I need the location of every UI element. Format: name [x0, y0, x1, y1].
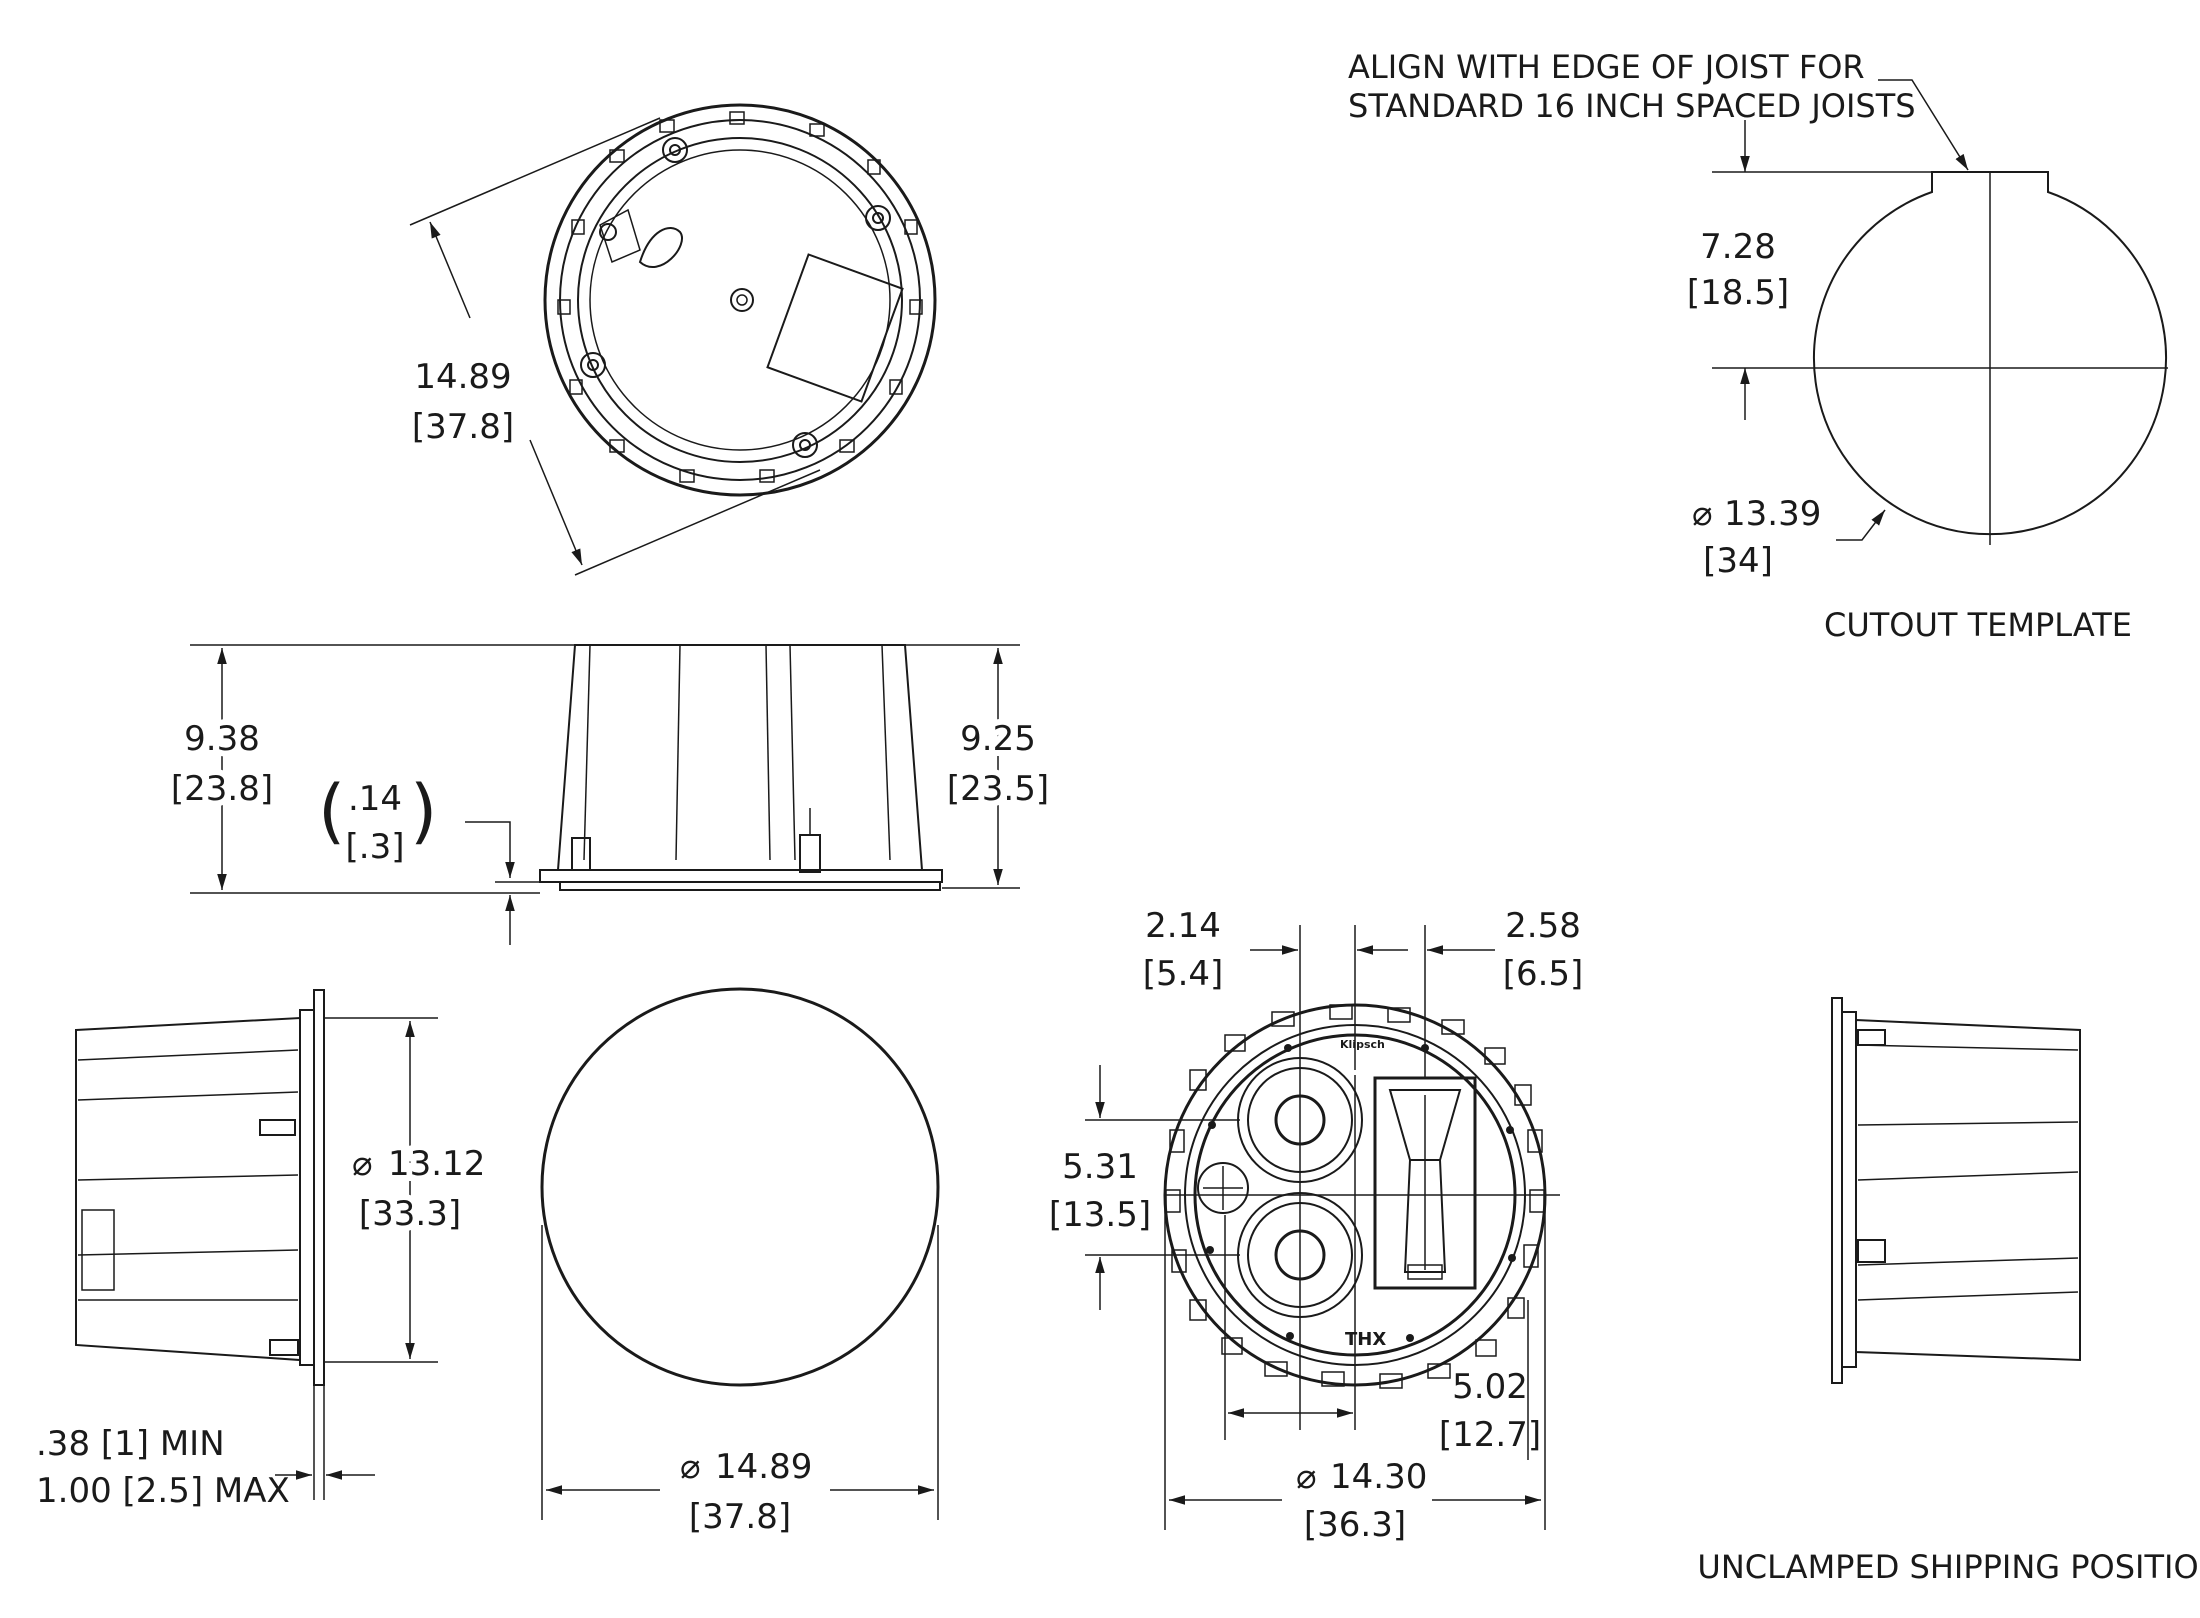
front-cert-logo: THX: [1345, 1329, 1386, 1350]
grille-diameter: 14.89: [715, 1447, 812, 1487]
grille-diameter-mm: [37.8]: [689, 1497, 791, 1537]
left-side-view: ⌀ 13.12 [33.3] .38 [1] MIN 1.00 [2.5] MA…: [36, 989, 491, 1511]
left-ceiling-min: .38 [1] MIN: [36, 1424, 225, 1464]
front-woofer-spacing: 5.31: [1062, 1147, 1138, 1187]
front-woofer-spacing-mm: [13.5]: [1049, 1195, 1151, 1235]
top-view-dim-diameter-mm: [37.8]: [412, 407, 514, 447]
side-view: 9.38 [23.8] ( ) .14 [.3] 9.25 [23.5]: [165, 644, 1055, 945]
front-view: Klipsch THX 2.14 [5.4] 2.58 [6.5] 5.31 […: [1049, 906, 1583, 1560]
cutout-offset: 7.28: [1700, 227, 1776, 267]
front-brand-logo: Klipsch: [1340, 1038, 1385, 1051]
paren-close: ): [410, 770, 437, 852]
cutout-note-line2: STANDARD 16 INCH SPACED JOISTS: [1348, 87, 1916, 125]
left-ceiling-max: 1.00 [2.5] MAX: [36, 1471, 290, 1511]
right-side-view-unclamped: UNCLAMPED SHIPPING POSITION: [1697, 997, 2200, 1586]
cutout-title: CUTOUT TEMPLATE: [1824, 606, 2132, 644]
cutout-diameter-mm: [34]: [1703, 541, 1773, 581]
cutout-template: ALIGN WITH EDGE OF JOIST FOR STANDARD 16…: [1348, 48, 2168, 644]
front-horn-offset: 2.58: [1505, 906, 1581, 946]
grille-view: ⌀ 14.89 [37.8]: [540, 987, 940, 1550]
front-diameter: 14.30: [1330, 1457, 1427, 1497]
side-flange: .14: [348, 779, 402, 819]
left-body-diameter-symbol: ⌀: [352, 1144, 372, 1184]
side-total-height: 9.38: [184, 719, 260, 759]
side-body-height: 9.25: [960, 719, 1036, 759]
top-view-back-can: 14.89 [37.8]: [409, 103, 937, 576]
grille-diameter-symbol: ⌀: [680, 1447, 700, 1487]
left-body-diameter-mm: [33.3]: [359, 1194, 461, 1234]
cutout-note-line1: ALIGN WITH EDGE OF JOIST FOR: [1348, 48, 1865, 86]
front-woofer-span-mm: [12.7]: [1439, 1415, 1541, 1455]
side-flange-mm: [.3]: [346, 827, 405, 867]
front-diameter-mm: [36.3]: [1304, 1505, 1406, 1545]
side-total-height-mm: [23.8]: [171, 769, 273, 809]
cutout-diameter-symbol: ⌀: [1692, 494, 1712, 534]
left-body-diameter: 13.12: [388, 1144, 485, 1184]
cutout-diameter: 13.39: [1724, 494, 1821, 534]
front-woofer-span: 5.02: [1452, 1367, 1528, 1407]
paren-open: (: [318, 770, 345, 852]
cutout-offset-mm: [18.5]: [1687, 273, 1789, 313]
side-body-height-mm: [23.5]: [947, 769, 1049, 809]
front-woofer-offset: 2.14: [1145, 906, 1221, 946]
top-view-dim-diameter: 14.89: [414, 357, 511, 397]
front-horn-offset-mm: [6.5]: [1503, 954, 1584, 994]
front-diameter-symbol: ⌀: [1296, 1457, 1316, 1497]
ring-tabs: [1165, 1004, 1545, 1389]
front-woofer-offset-mm: [5.4]: [1143, 954, 1224, 994]
front-caption: UNCLAMPED SHIPPING POSITION: [1697, 1548, 2200, 1586]
